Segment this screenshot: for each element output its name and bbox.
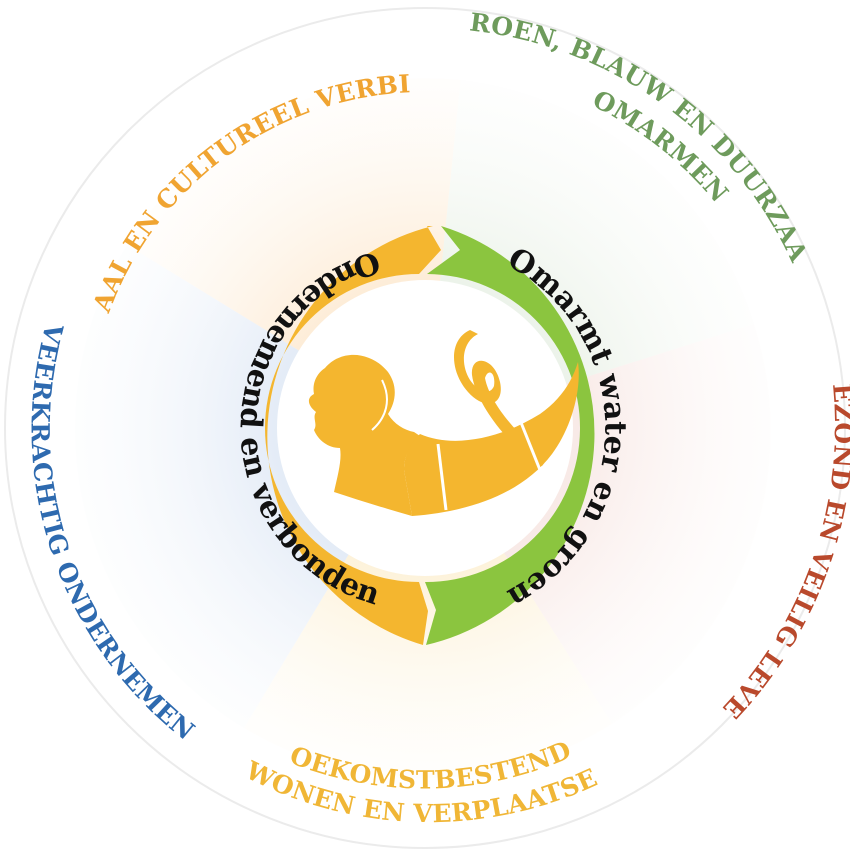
ribbon-loop: [454, 330, 548, 466]
wedge-veerkrachtig: [75, 244, 426, 728]
horn-band-2: [518, 419, 542, 471]
wedge-toekomst: [244, 428, 612, 779]
left-arrow-segment[interactable]: [265, 226, 441, 645]
right-arrow-segment[interactable]: [425, 226, 595, 645]
inner-white-disc: [277, 280, 573, 576]
face-line: [371, 379, 388, 431]
inner-ring: [265, 226, 595, 645]
horn-body: [404, 362, 579, 516]
woman-silhouette: [308, 354, 420, 516]
horn-band-1: [436, 443, 448, 511]
woman-horn-ribbon-icon: [308, 330, 579, 516]
